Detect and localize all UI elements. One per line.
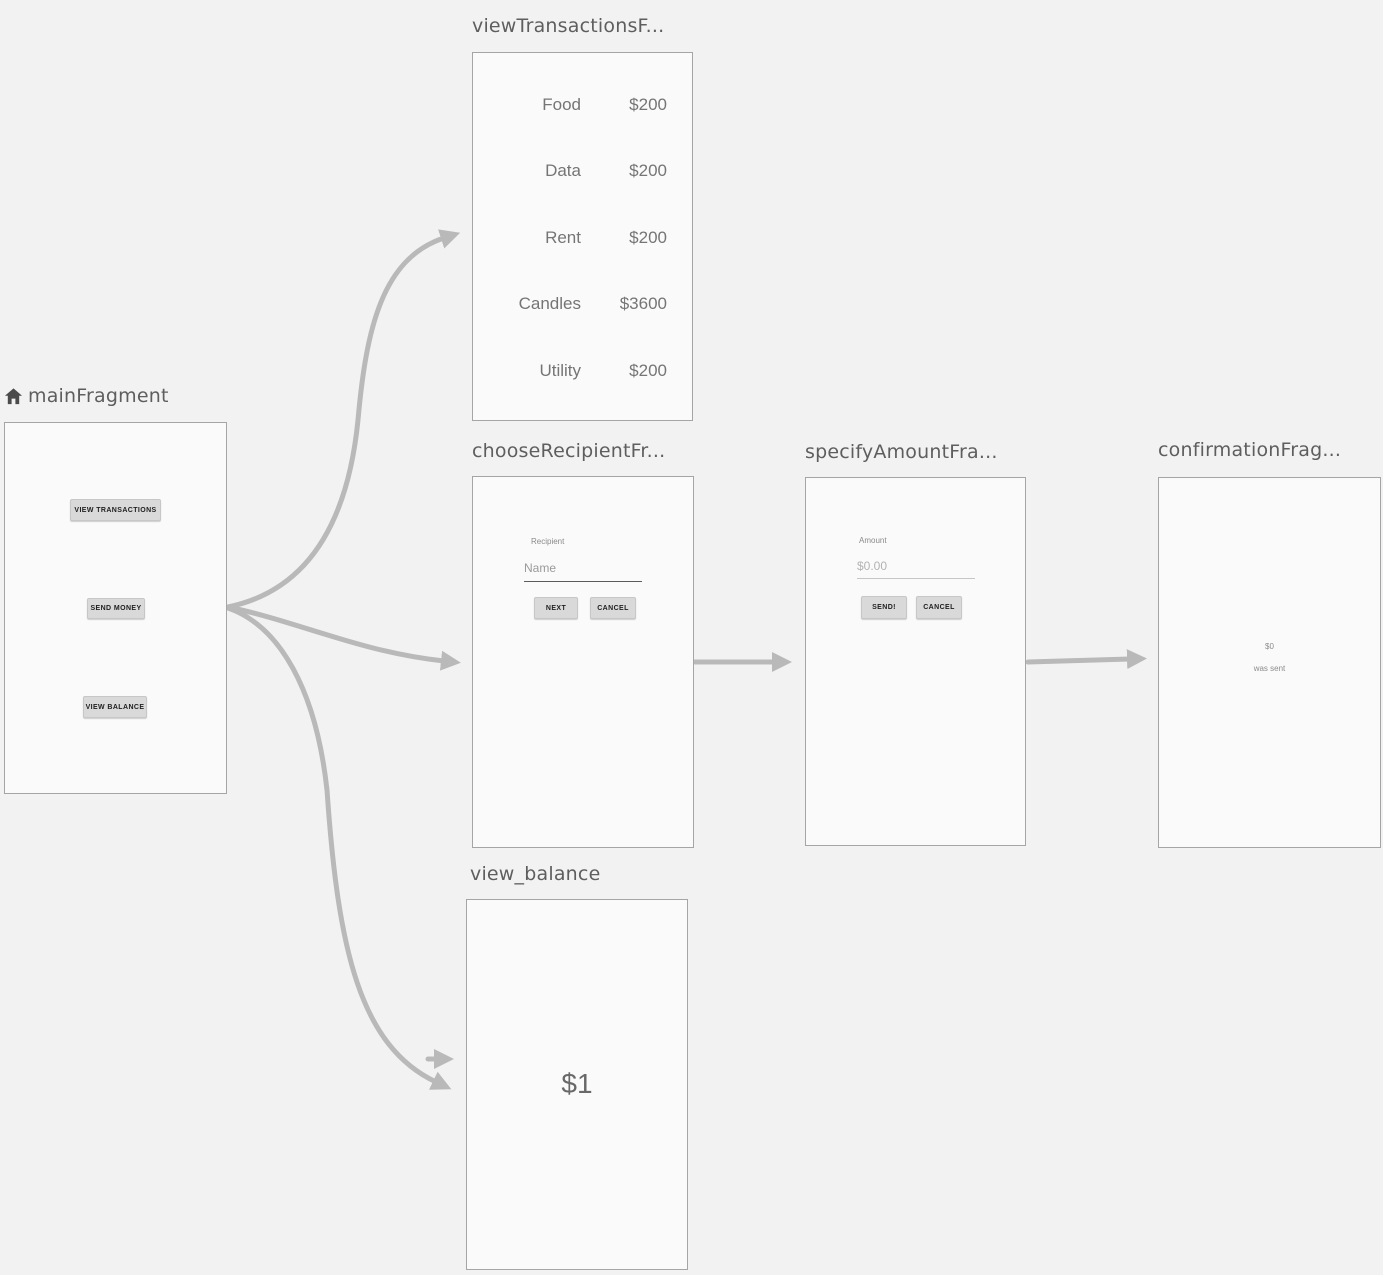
preview-send-button: SEND! bbox=[861, 596, 907, 619]
transaction-row: Rent $200 bbox=[473, 226, 692, 250]
transaction-row: Candles $3600 bbox=[473, 292, 692, 316]
preview-view-balance-button: VIEW BALANCE bbox=[83, 696, 147, 718]
fragment-title-main-label: mainFragment bbox=[28, 385, 169, 407]
transaction-name: Food bbox=[542, 95, 581, 114]
transaction-name: Rent bbox=[545, 228, 581, 247]
edge-main-to-view-transactions[interactable] bbox=[225, 229, 461, 610]
transaction-name: Candles bbox=[518, 294, 581, 313]
fragment-card-view-balance[interactable]: $1 bbox=[466, 899, 688, 1270]
recipient-field-label: Recipient bbox=[531, 537, 565, 546]
transaction-row: Food $200 bbox=[473, 93, 692, 117]
fragment-card-specify-amount[interactable]: Amount $0.00 SEND! CANCEL bbox=[805, 477, 1026, 846]
fragment-card-choose-recipient[interactable]: Recipient Name NEXT CANCEL bbox=[472, 476, 694, 848]
preview-cancel-button: CANCEL bbox=[916, 596, 962, 619]
fragment-card-main[interactable]: VIEW TRANSACTIONS SEND MONEY VIEW BALANC… bbox=[4, 422, 227, 794]
fragment-title-specify-amount: specifyAmountFra... bbox=[805, 441, 998, 463]
fragment-title-confirmation: confirmationFrag... bbox=[1158, 439, 1342, 461]
amount-input: $0.00 bbox=[857, 559, 888, 573]
recipient-name-input: Name bbox=[524, 561, 557, 575]
preview-cancel-button: CANCEL bbox=[590, 597, 636, 619]
balance-text: $1 bbox=[561, 1068, 593, 1099]
transaction-row: Utility $200 bbox=[473, 359, 692, 383]
edge-main-to-view-balance[interactable] bbox=[225, 605, 452, 1090]
transaction-amount: $200 bbox=[629, 361, 667, 380]
preview-next-button: NEXT bbox=[534, 597, 578, 619]
edge-specify-amount-to-confirmation[interactable] bbox=[1025, 649, 1147, 670]
edge-main-to-choose-recipient[interactable] bbox=[225, 604, 461, 671]
transaction-name: Utility bbox=[539, 361, 581, 380]
transaction-row: Data $200 bbox=[473, 159, 692, 183]
fragment-title-main: mainFragment bbox=[4, 385, 169, 407]
fragment-card-confirmation[interactable]: $0 was sent bbox=[1158, 477, 1381, 848]
home-icon bbox=[4, 387, 23, 404]
recipient-input-underline bbox=[524, 581, 642, 582]
amount-input-underline bbox=[857, 578, 975, 579]
confirmation-amount-text: $0 bbox=[1265, 642, 1274, 651]
transaction-amount: $200 bbox=[629, 161, 667, 180]
amount-field-label: Amount bbox=[859, 536, 887, 545]
transaction-amount: $3600 bbox=[619, 294, 667, 313]
transaction-name: Data bbox=[545, 161, 581, 180]
fragment-title-view-balance: view_balance bbox=[470, 863, 601, 885]
preview-send-money-button: SEND MONEY bbox=[87, 598, 145, 619]
confirmation-caption-text: was sent bbox=[1253, 664, 1286, 673]
fragment-card-view-transactions[interactable]: Food $200 Data $200 Rent $200 Candles $3… bbox=[472, 52, 693, 421]
fragment-title-choose-recipient: chooseRecipientFr... bbox=[472, 440, 666, 462]
preview-view-transactions-button: VIEW TRANSACTIONS bbox=[70, 499, 161, 521]
fragment-title-view-transactions: viewTransactionsF... bbox=[472, 15, 665, 37]
transaction-amount: $200 bbox=[629, 228, 667, 247]
transaction-amount: $200 bbox=[629, 95, 667, 114]
